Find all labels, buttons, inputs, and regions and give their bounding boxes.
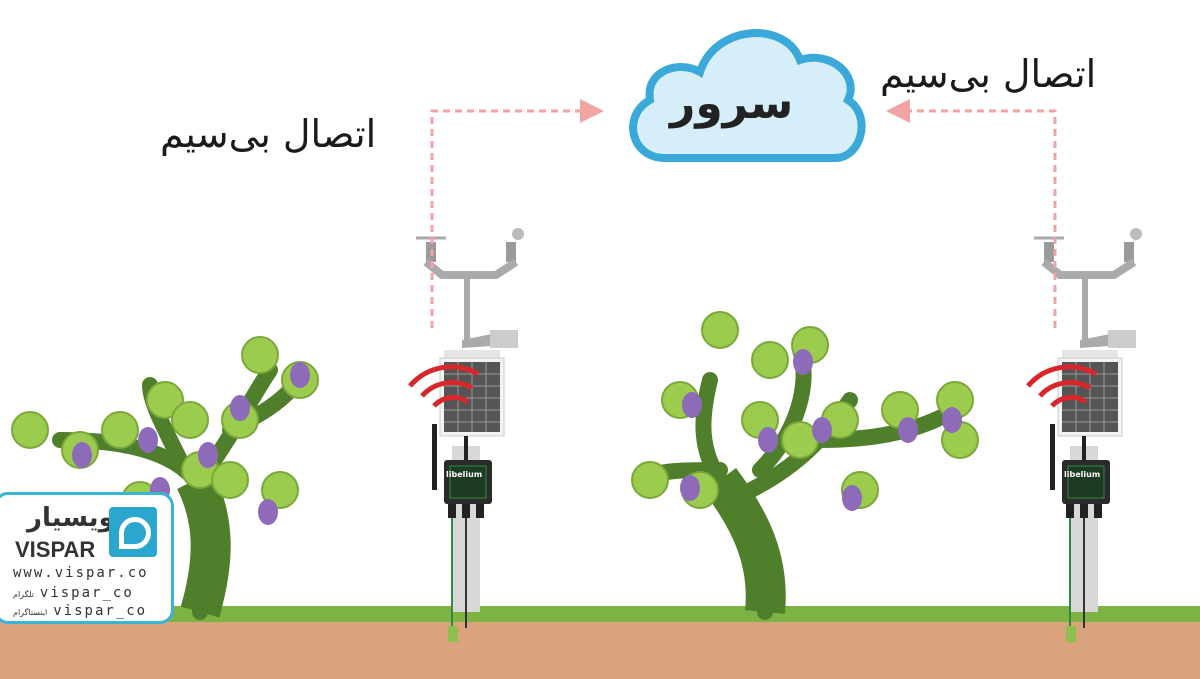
leaf [701, 311, 739, 349]
brand-name-fa: ویسیار [27, 503, 115, 533]
grape-cluster [258, 499, 278, 525]
weather-station-right [1028, 228, 1142, 642]
wireless-link-right [886, 99, 1057, 328]
leaf [631, 461, 669, 499]
leaf [146, 381, 184, 419]
telegram-label: تلگرام [13, 590, 34, 599]
grape-cluster [793, 349, 813, 375]
grape-cluster [198, 442, 218, 468]
vispar-logo-card: ویسیار VISPAR www.vispar.co تلگرام vispar… [0, 492, 174, 624]
server-cloud-icon [629, 29, 866, 162]
instagram-label: اینستاگرام [13, 608, 48, 617]
grape-cluster [682, 392, 702, 418]
leaf [171, 401, 209, 439]
wireless-connection-label-right: اتصال بی‌سیم [880, 52, 1097, 96]
station-brand-right: libelium [1064, 470, 1101, 479]
instagram-handle: vispar_co [53, 603, 148, 619]
grape-cluster [758, 427, 778, 453]
leaf [101, 411, 139, 449]
grape-cluster [72, 442, 92, 468]
tree-trunk-base [703, 468, 786, 614]
grape-cluster [680, 475, 700, 501]
grape-cluster [842, 485, 862, 511]
leaf [261, 471, 299, 509]
soil [0, 618, 1200, 679]
grape-cluster [942, 407, 962, 433]
weather-station-left [410, 228, 524, 642]
grape-cluster [812, 417, 832, 443]
tree-trunk-base [176, 471, 231, 618]
website: www.vispar.co [13, 565, 149, 581]
leaf [241, 336, 279, 374]
brand-name-en: VISPAR [15, 537, 96, 562]
leaf [11, 411, 49, 449]
wireless-connection-label-left: اتصال بی‌سیم [160, 112, 377, 156]
vispar-logo-icon [109, 507, 157, 557]
grape-cluster [290, 362, 310, 388]
grape-cluster [898, 417, 918, 443]
wireless-link-left [430, 99, 604, 328]
telegram-handle: vispar_co [39, 585, 134, 601]
leaf [211, 461, 249, 499]
grass [0, 606, 1200, 622]
server-label: سرور [670, 78, 794, 129]
grape-cluster [230, 395, 250, 421]
station-brand-left: libelium [446, 470, 483, 479]
grape-cluster [138, 427, 158, 453]
leaf [751, 341, 789, 379]
grape-trees [11, 311, 979, 620]
